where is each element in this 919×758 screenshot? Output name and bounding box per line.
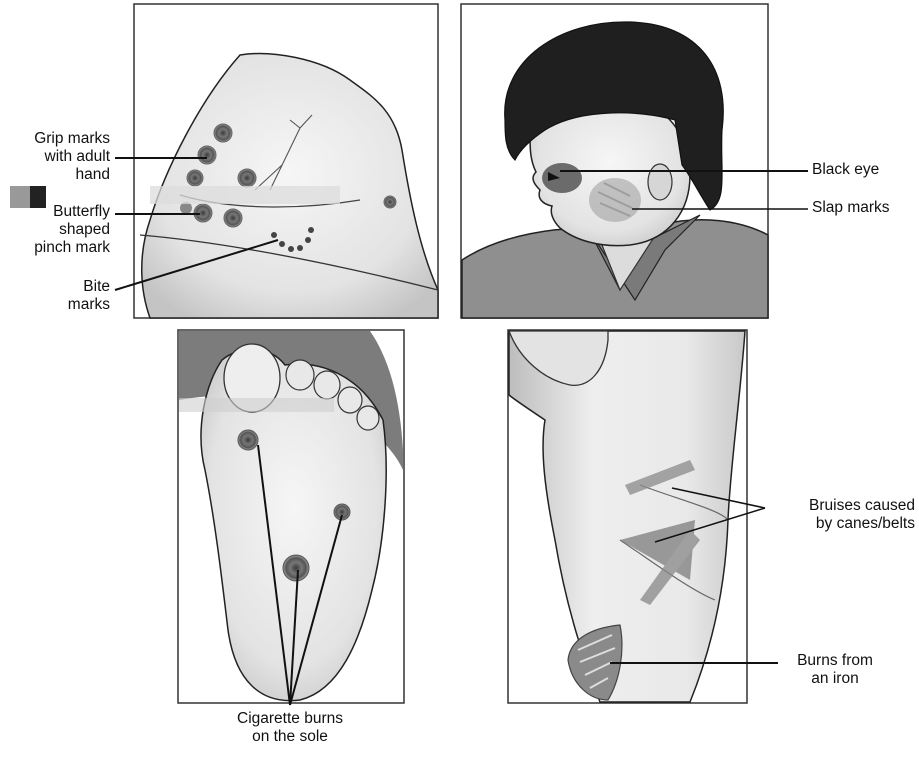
grip-label-line-3: hand	[0, 166, 110, 184]
grip-mark	[214, 124, 232, 142]
iron-label-line-1: Burns from	[780, 652, 890, 670]
scan-artifact-band	[179, 398, 334, 412]
grip-marks-label: Grip marks with adult hand	[0, 130, 110, 184]
toe	[314, 371, 340, 399]
black-eye-label: Black eye	[812, 161, 879, 179]
grip-mark	[238, 169, 256, 187]
butterfly-label: Butterfly shaped pinch mark	[0, 203, 110, 257]
face-panel	[461, 4, 808, 318]
grip-label-line-2: with adult	[0, 148, 110, 166]
bite-label-line-1: Bite	[0, 278, 110, 296]
bite-marks-label: Bite marks	[0, 278, 110, 314]
bite-label-line-2: marks	[0, 296, 110, 314]
scan-artifact-band	[150, 186, 340, 204]
grip-mark	[384, 196, 396, 208]
bruises-label-line-2: by canes/belts	[768, 515, 915, 533]
grip-mark	[198, 146, 216, 164]
grip-mark	[187, 170, 203, 186]
toe	[286, 360, 314, 390]
bruises-label: Bruises caused by canes/belts	[768, 497, 915, 533]
toe	[338, 387, 362, 413]
iron-label-line-2: an iron	[780, 670, 890, 688]
cigarette-label-line-1: Cigarette burns	[210, 710, 370, 728]
butterfly-label-line-3: pinch mark	[0, 239, 110, 257]
foot-panel	[178, 330, 404, 705]
grip-label-line-1: Grip marks	[0, 130, 110, 148]
slap-marks-label: Slap marks	[812, 199, 890, 217]
cigarette-burn	[238, 430, 258, 450]
ear	[648, 164, 672, 200]
torso-panel	[508, 330, 778, 703]
toe	[357, 406, 379, 430]
bruises-label-line-1: Bruises caused	[768, 497, 915, 515]
cigarette-burn	[283, 555, 309, 581]
butterfly-label-line-1: Butterfly	[0, 203, 110, 221]
cigarette-burns-label: Cigarette burns on the sole	[210, 710, 370, 746]
butterfly-label-line-2: shaped	[0, 221, 110, 239]
iron-burns-label: Burns from an iron	[780, 652, 890, 688]
cigarette-label-line-2: on the sole	[210, 728, 370, 746]
